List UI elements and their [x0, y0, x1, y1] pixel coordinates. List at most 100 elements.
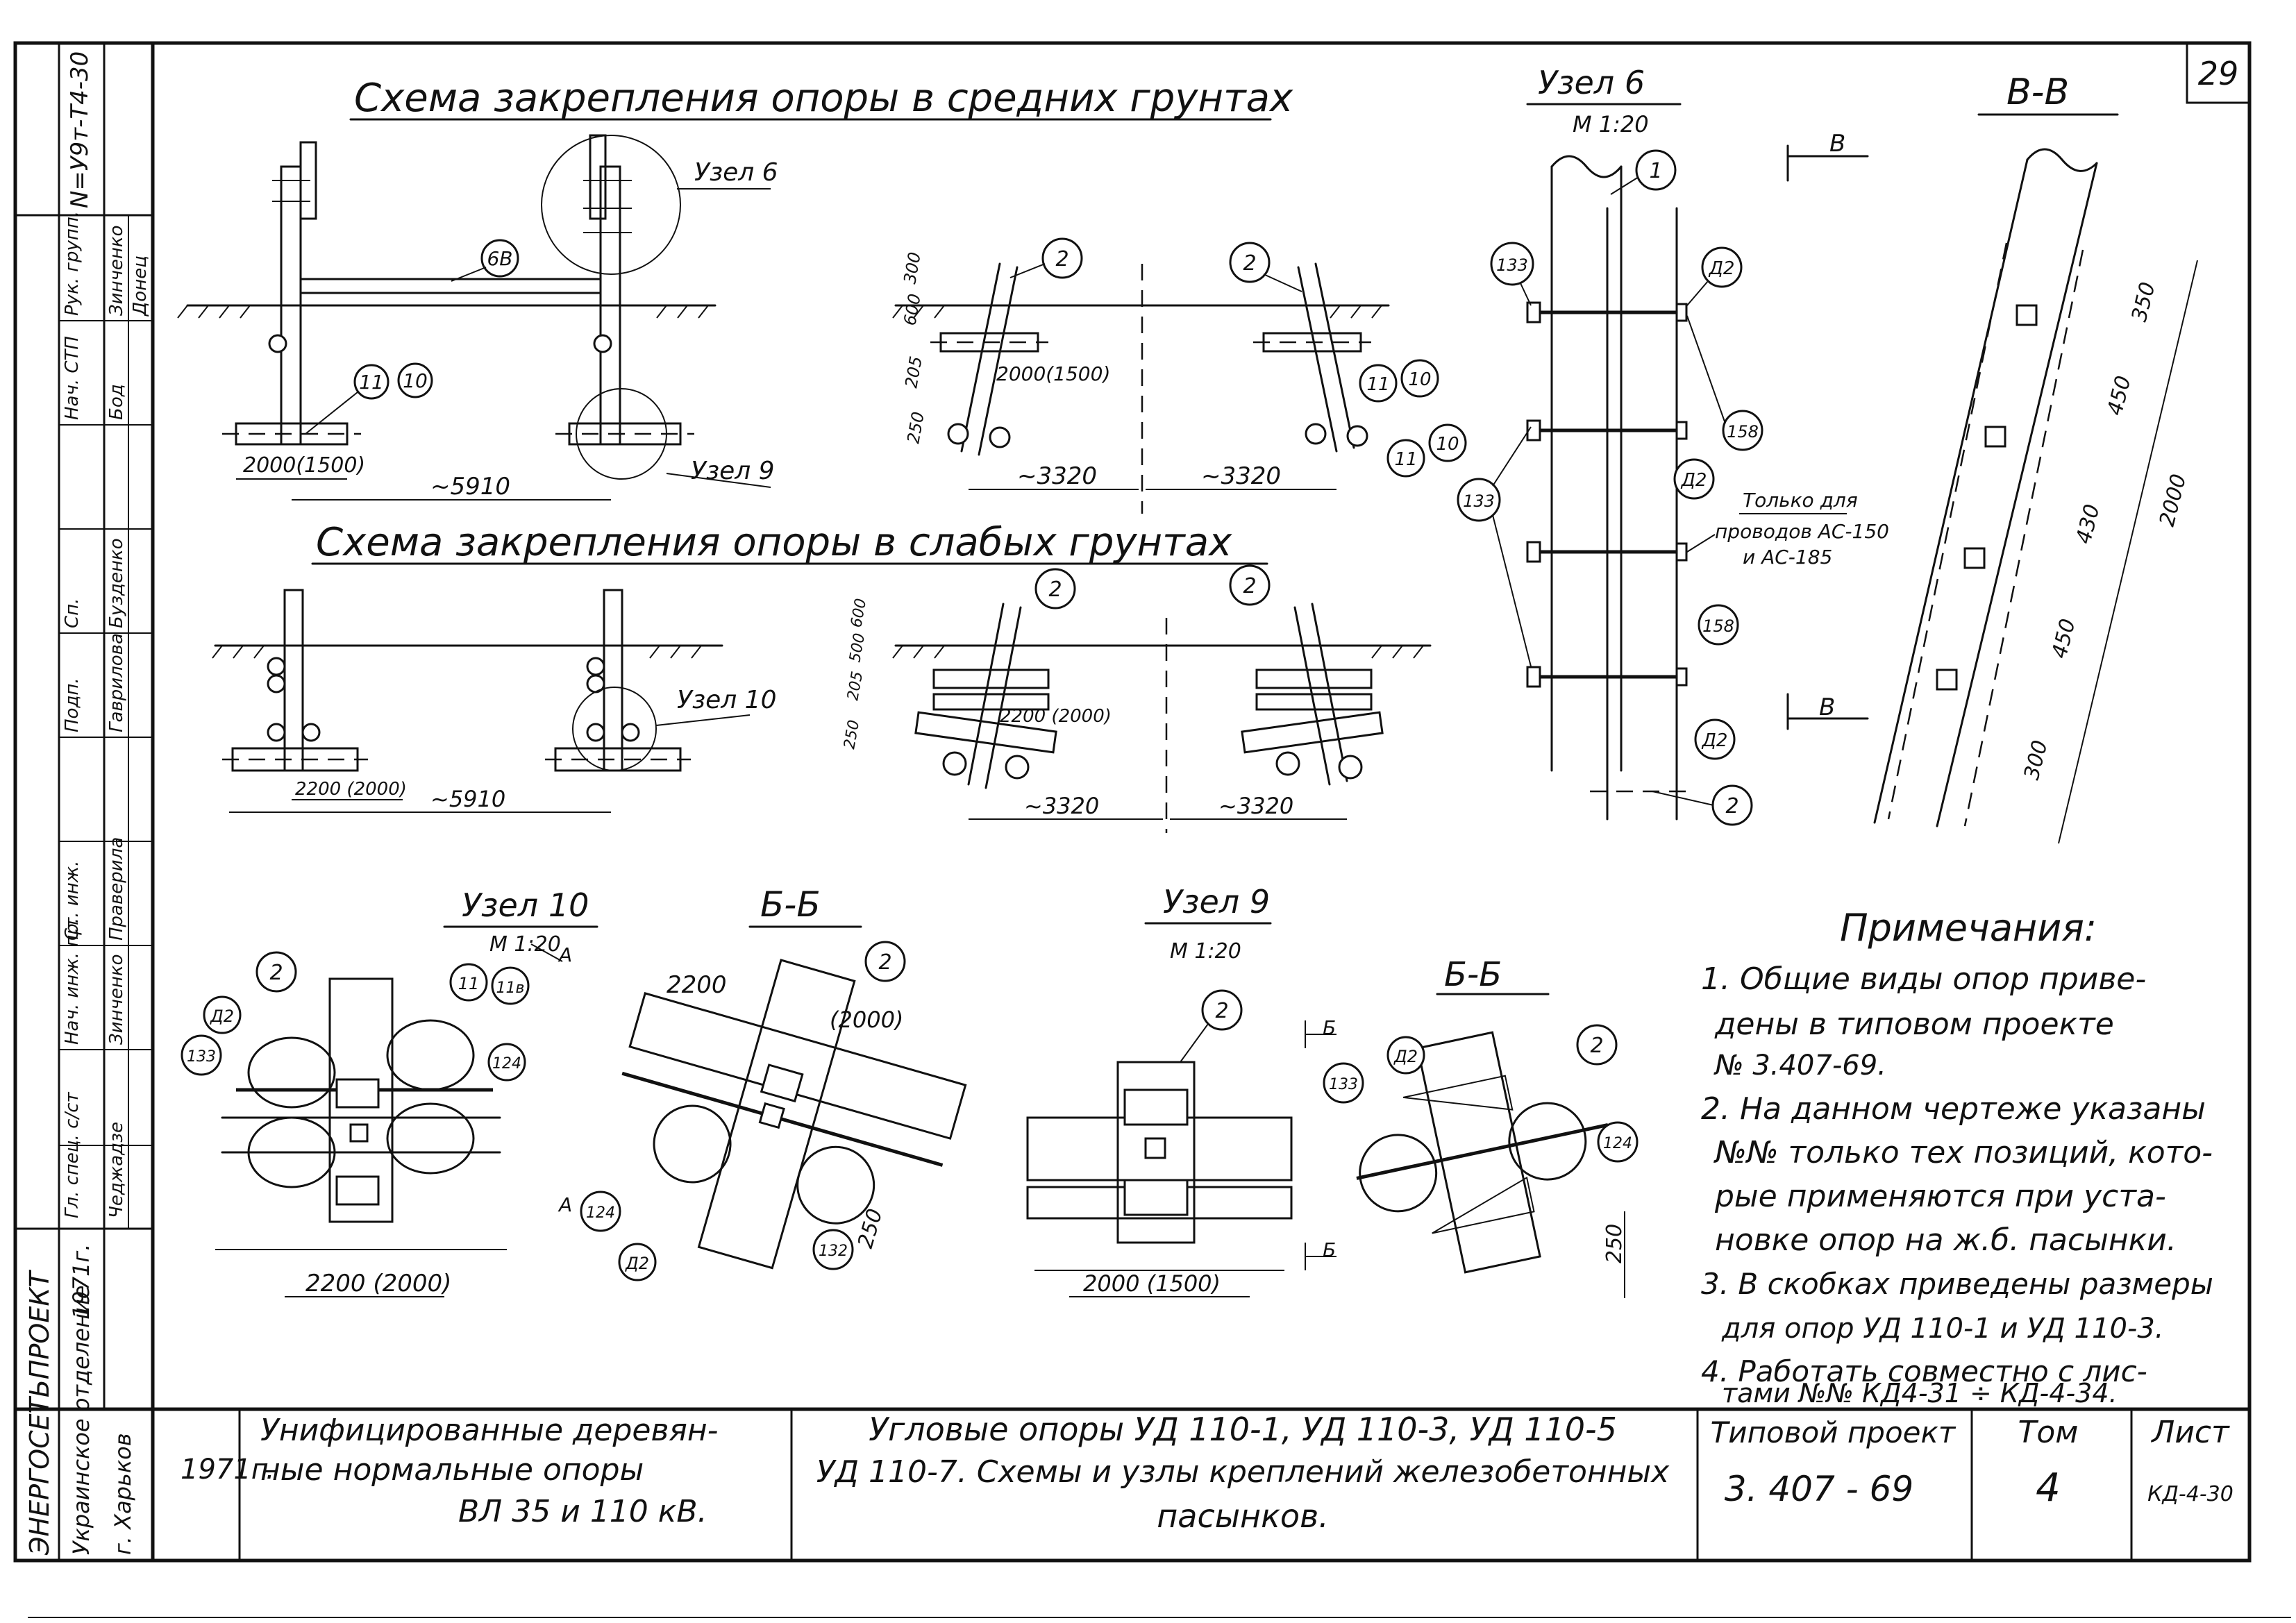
bb-left-title: Б-Б	[760, 884, 821, 925]
dim-600-side: 600	[900, 292, 925, 327]
dim-250-weak: 250	[841, 718, 863, 750]
title-year: 1971г.	[181, 1454, 275, 1486]
bb-right-dim-250: 250	[1602, 1224, 1627, 1263]
project-name-line2: ные нормальные опоры	[260, 1452, 644, 1488]
bb-right-callout-133: 133	[1329, 1076, 1358, 1093]
node6-callout-158b: 158	[1702, 616, 1734, 636]
node9-callout-2: 2	[1215, 999, 1228, 1023]
sig-name-4: Зинченко	[106, 225, 127, 316]
callout-11: 11	[359, 371, 384, 394]
bb-right-title: Б-Б	[1444, 955, 1502, 994]
callout-2-weak-b: 2	[1243, 574, 1256, 598]
node10-callout-124: 124	[492, 1055, 521, 1073]
project-name-line3: ВЛ 35 и 110 кВ.	[458, 1494, 707, 1529]
sig-role-3: Нач. СТП	[62, 336, 83, 420]
callout-2-b: 2	[1243, 251, 1256, 276]
node6-callout-133b: 133	[1463, 491, 1495, 511]
node6-callout-1: 1	[1649, 159, 1662, 183]
node10-mark-a-bottom: А	[558, 1193, 572, 1216]
only-for-line1: Только для	[1743, 489, 1858, 512]
node6-callout-133a: 133	[1496, 255, 1528, 275]
vv-dim-300: 300	[2020, 738, 2053, 782]
node6-callout-d2b: Д2	[1681, 470, 1707, 491]
label-uzel10: Узел 10	[677, 686, 777, 714]
tom-label: Том	[2018, 1415, 2079, 1450]
node10-callout-11v: 11в	[496, 979, 525, 997]
label-uzel9: Узел 9	[691, 457, 775, 485]
callout-10: 10	[403, 369, 428, 392]
node6-mark-v-top: В	[1829, 130, 1845, 158]
list-value: КД-4-30	[2147, 1482, 2234, 1506]
bb-right-mark-top: Б	[1323, 1016, 1336, 1039]
tom-value: 4	[2036, 1465, 2061, 1511]
notes: Примечания: 1. Общие виды опор приве- де…	[1701, 906, 2213, 1408]
dim-2000-1500-side: 2000(1500)	[996, 362, 1110, 385]
sig-role-4: Рук. групп.	[62, 211, 83, 316]
project-name-line1: Унифицированные деревян-	[260, 1413, 719, 1448]
sheet-title-line3: пасынков.	[1157, 1497, 1329, 1535]
node10-callout-d2: Д2	[210, 1007, 234, 1026]
callout-6v: 6В	[487, 247, 512, 270]
section-bb-right: Б-Б Д2 133 2 124 250 Б Б	[1305, 955, 1639, 1298]
node6-callout-2: 2	[1725, 794, 1738, 818]
node9-dim: 2000 (1500)	[1083, 1270, 1221, 1297]
vv-dim-450b: 450	[2047, 616, 2081, 661]
sig-role-6: Ст. инж.	[62, 861, 83, 941]
vv-title: В-В	[2006, 72, 2069, 113]
section-bb-left: Б-Б 2200 (2000) 2 124 Д2 132 250	[580, 884, 967, 1281]
sig-role-2: Нач. инж. пр.	[62, 918, 83, 1045]
vv-dim-450a: 450	[2103, 373, 2136, 418]
node10-scale: М 1:20	[489, 932, 561, 957]
dim-600-weak: 600	[848, 597, 870, 629]
node6-detail: Узел 6 М 1:20 1 133 Д2 133 158	[1457, 64, 1889, 826]
dim-250-side: 250	[903, 410, 928, 445]
callout-10-side: 10	[1408, 369, 1431, 390]
callout-2-weak-a: 2	[1048, 578, 1062, 602]
dim-5910-weak: ~5910	[430, 786, 505, 812]
note-line-10: 4. Работать совместно с лис-	[1701, 1354, 2147, 1388]
note-line-11: тами №№ КД4-31 ÷ КД-4-34.	[1722, 1378, 2118, 1408]
org-branch: Украинское отделение	[68, 1286, 94, 1555]
sig-name-1: Чеджадзе	[106, 1122, 127, 1218]
bb-left-callout-132: 132	[819, 1243, 848, 1260]
note-line-8: 3. В скобках приведены размеры	[1701, 1267, 2213, 1301]
typical-project-label: Типовой проект	[1711, 1415, 1956, 1449]
vv-dim-2000: 2000	[2155, 471, 2191, 529]
node6-title: Узел 6	[1538, 64, 1645, 101]
dim-5910: ~5910	[430, 473, 510, 501]
bb-right-callout-124: 124	[1603, 1135, 1632, 1152]
dim-3320-b: ~3320	[1201, 462, 1281, 490]
section-vv: В-В 350 450 430 450 300 2000	[1873, 72, 2198, 844]
node6-mark-v-bottom: В	[1819, 693, 1835, 721]
sig-name-3: Бод	[106, 384, 127, 420]
node6-callout-158a: 158	[1727, 422, 1759, 442]
label-uzel6: Узел 6	[694, 158, 778, 187]
node10-dim: 2200 (2000)	[305, 1270, 451, 1297]
bb-left-dim-250: 250	[853, 1206, 887, 1252]
bb-left-callout-2: 2	[878, 950, 891, 975]
bb-right-callout-d2: Д2	[1393, 1047, 1418, 1066]
org-year-side: 1971г.	[68, 1244, 94, 1319]
note-line-4: 2. На данном чертеже указаны	[1701, 1091, 2206, 1127]
dim-500-weak: 500	[846, 632, 869, 664]
node6-scale: М 1:20	[1573, 111, 1649, 137]
dim-3320-weak-b: ~3320	[1218, 793, 1293, 819]
org-name: ЭНЕРГОСЕТЬПРОЕКТ	[24, 1270, 55, 1556]
node10-detail: Узел 10 М 1:20 2 Д2 133 11 11в 124 2200 …	[181, 886, 598, 1297]
note-line-7: новке опор на ж.б. пасынки.	[1715, 1222, 2177, 1258]
node10-callout-11: 11	[458, 974, 480, 993]
note-line-5: №№ только тех позиций, кото-	[1713, 1135, 2213, 1170]
org-city: г. Харьков	[110, 1433, 136, 1555]
dim-3320-weak-a: ~3320	[1024, 793, 1099, 819]
medium-soils-title: Схема закрепления опоры в средних грунта…	[354, 76, 1293, 121]
node9-detail: Узел 9 М 1:20 2 2000 (1500)	[1026, 883, 1293, 1297]
weak-front-view: Узел 10 2200 (2000) ~5910	[212, 589, 777, 813]
bb-left-dim-2200: 2200	[667, 971, 727, 999]
bb-right-callout-2: 2	[1590, 1034, 1603, 1058]
dim-205-weak: 205	[844, 670, 866, 702]
sig-name-5: Донец	[130, 255, 151, 317]
sig-role-1: Гл. спец. с/ст	[62, 1092, 83, 1218]
medium-front-view: 6В 11 10 Узел 6 Узел 9 2000(1500) ~5910	[177, 134, 778, 501]
callout-11-side: 11	[1366, 374, 1389, 395]
